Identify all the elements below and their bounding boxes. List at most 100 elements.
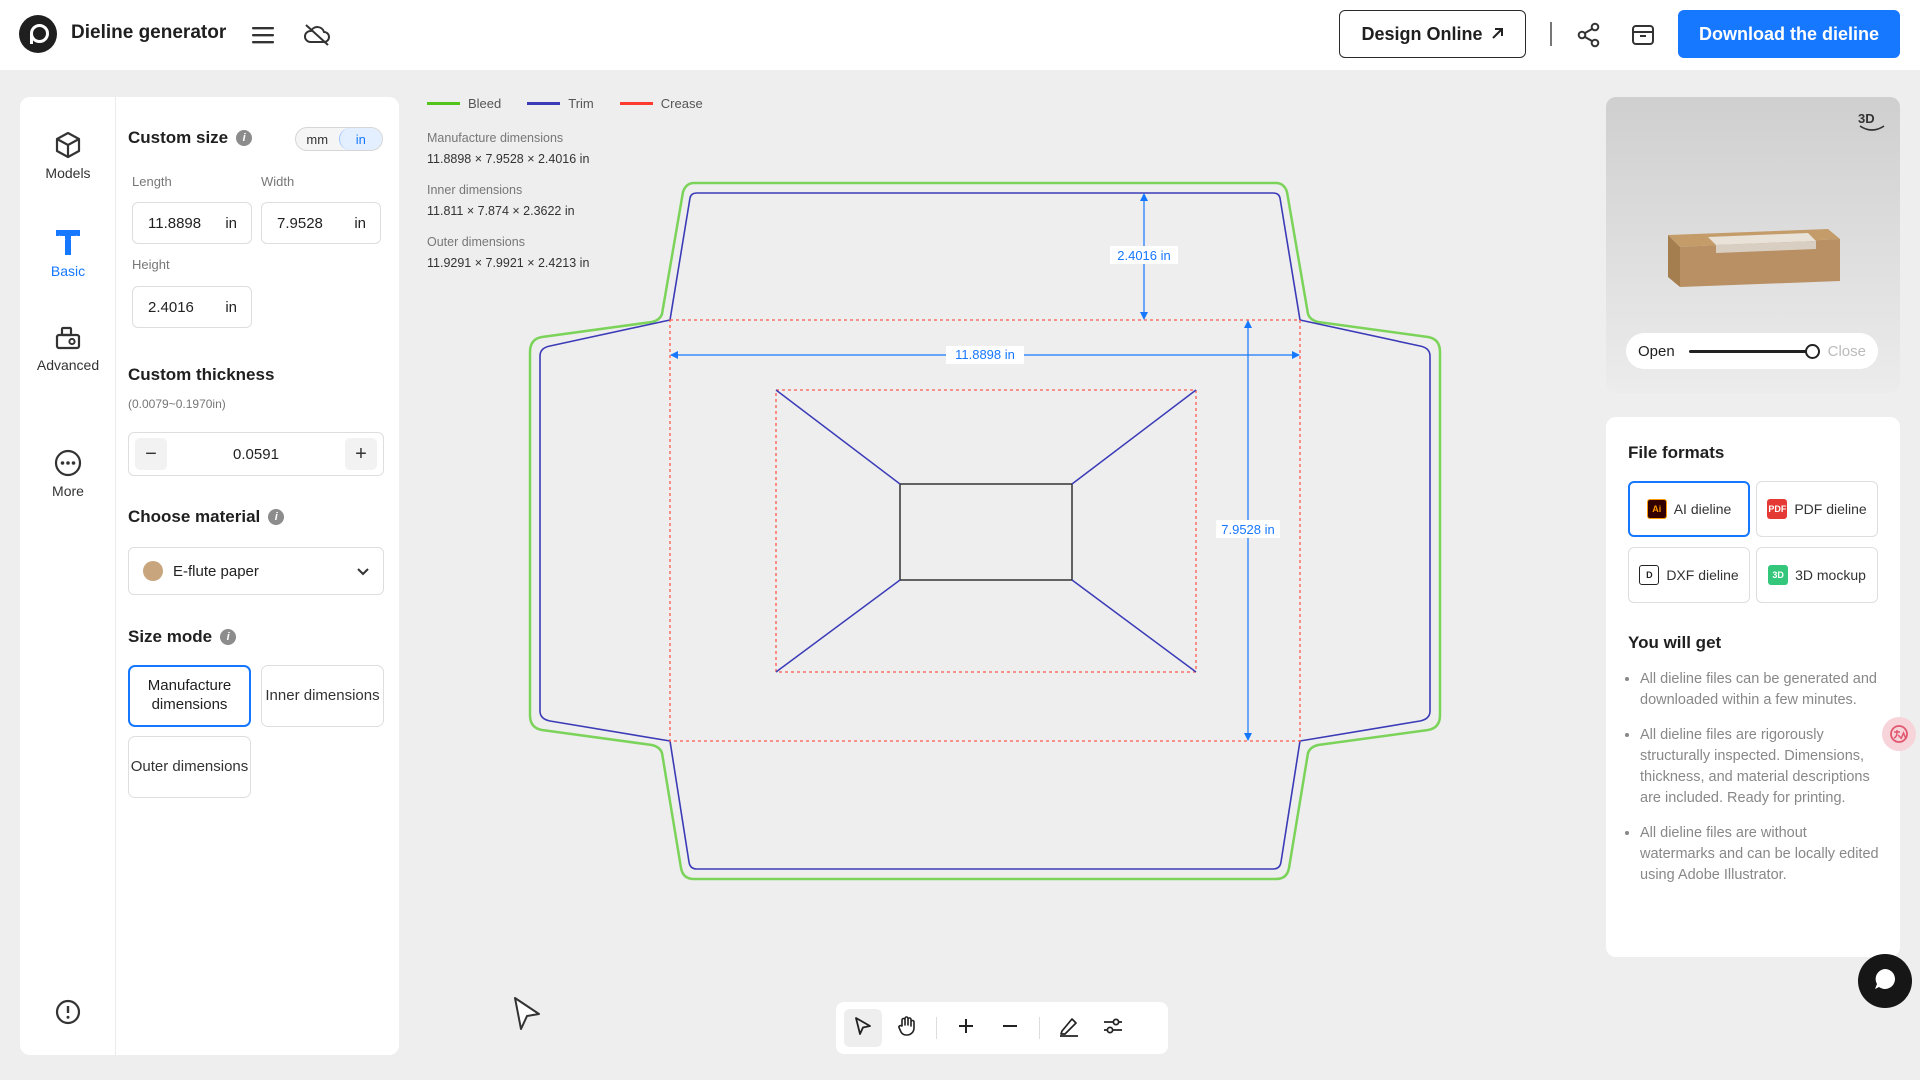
outer-dims-label: Outer dimensions [427,235,525,249]
length-unit: in [225,214,237,232]
cube-icon [54,131,82,159]
rail-item-models[interactable]: Models [20,131,116,201]
legend-crease: Crease [619,96,703,111]
view-3d-label: 3D [1858,111,1875,126]
3d-preview[interactable]: 3D Open Close [1606,97,1900,393]
more-icon [54,449,82,477]
design-online-button[interactable]: Design Online [1339,10,1526,58]
close-label: Close [1827,342,1866,360]
share-icon[interactable] [1574,20,1604,50]
advanced-icon [54,325,82,351]
material-swatch [143,561,163,581]
info-icon[interactable]: i [236,130,253,146]
file-formats-title: File formats [1628,443,1725,462]
inner-dims-value: 11.811 × 7.874 × 2.3622 in [427,204,575,218]
unit-toggle[interactable]: mm in [295,127,383,151]
length-input[interactable]: 11.8898 in [132,202,252,244]
unit-mm[interactable]: mm [306,131,329,147]
info-icon[interactable]: i [268,509,285,525]
zoom-out-tool[interactable] [991,1009,1029,1047]
length-dimension-label: 11.8898 in [955,347,1015,362]
thickness-stepper: − 0.0591 + [128,432,384,476]
width-input[interactable]: 7.9528 in [261,202,381,244]
trim-outline [539,192,1431,870]
open-label: Open [1638,342,1675,360]
window-diagonal [775,579,901,673]
manufacture-dims-label: Manufacture dimensions [427,131,564,145]
size-mode-manufacture[interactable]: Manufacture dimensions [128,665,251,727]
height-label: Height [132,257,170,272]
format-pdf-label: PDF dieline [1794,501,1867,517]
thickness-range: (0.0079~0.1970in) [128,397,226,411]
toolbar-separator [1039,1017,1040,1039]
window-diagonal [775,389,901,485]
height-dimension-label: 2.4016 in [1117,248,1171,263]
list-item: All dieline files are rigorously structu… [1640,725,1880,809]
you-will-get-title: You will get [1628,633,1722,652]
alert-icon[interactable] [54,998,82,1026]
pan-tool[interactable] [888,1009,926,1047]
select-arrow-icon [853,1016,873,1041]
canvas-toolbar [836,1002,1168,1054]
format-pdf-dieline[interactable]: PDF PDF dieline [1756,481,1878,537]
cloud-off-icon[interactable] [302,20,332,50]
material-select[interactable]: E-flute paper [128,547,384,595]
arrow-head [670,351,678,359]
mockup-file-icon: 3D [1768,565,1789,585]
rail-item-more[interactable]: More [20,449,116,519]
plus-icon [957,1017,975,1040]
thickness-decrease-button[interactable]: − [135,438,167,470]
select-tool[interactable] [844,1009,882,1047]
edit-tool[interactable] [1050,1009,1088,1047]
inner-window [899,483,1073,581]
chat-bubble-icon [1872,966,1898,997]
width-value: 7.9528 [277,214,323,232]
box-3d-model [1668,229,1840,287]
open-close-slider[interactable] [1688,343,1820,359]
format-3d-mockup[interactable]: 3D 3D mockup [1756,547,1878,603]
zoom-in-tool[interactable] [947,1009,985,1047]
unit-in[interactable]: in [338,128,382,150]
menu-icon[interactable] [250,22,276,48]
info-icon[interactable]: i [220,629,237,645]
download-dieline-button[interactable]: Download the dieline [1678,10,1900,58]
rail-item-advanced[interactable]: Advanced [20,325,116,395]
rail-label-models: Models [45,165,91,181]
slider-knob[interactable] [1804,343,1820,359]
format-ai-dieline[interactable]: Ai AI dieline [1628,481,1750,537]
height-unit: in [225,298,237,316]
chevron-down-icon [357,563,369,580]
height-input[interactable]: 2.4016 in [132,286,252,328]
top-bar: Dieline generator Design Online Download… [0,0,1920,70]
legend-crease-swatch [619,102,653,105]
arrow-head [1244,320,1252,328]
chat-button[interactable] [1858,954,1912,1008]
archive-icon[interactable] [1628,20,1658,50]
toolbar-separator [936,1017,937,1039]
toolbar-divider [1550,22,1552,46]
format-dxf-label: DXF dieline [1666,567,1739,583]
window-diagonal [1071,389,1197,485]
bleed-outline [528,181,1442,881]
translate-badge-icon[interactable] [1882,717,1916,751]
settings-tool[interactable] [1094,1009,1132,1047]
window-diagonal [1071,579,1197,673]
width-label: Width [261,174,295,189]
size-mode-inner[interactable]: Inner dimensions [261,665,384,727]
legend-trim-label: Trim [568,96,594,111]
legend-bleed: Bleed [427,96,501,111]
view-3d-icon[interactable]: 3D [1858,111,1886,132]
thickness-increase-button[interactable]: + [344,438,377,470]
choose-material-label: Choose material [128,507,261,526]
thickness-value[interactable]: 0.0591 [233,445,279,463]
format-dxf-dieline[interactable]: D DXF dieline [1628,547,1750,603]
legend-bleed-swatch [427,102,460,105]
size-mode-label: Size mode [128,627,213,646]
external-link-icon [1491,24,1504,45]
outer-dims-value: 11.9291 × 7.9921 × 2.4213 in [427,256,590,270]
app-title: Dieline generator [71,22,227,43]
rail-item-basic[interactable]: Basic [20,227,116,297]
size-mode-outer[interactable]: Outer dimensions [128,736,251,798]
app-logo[interactable] [19,15,57,53]
